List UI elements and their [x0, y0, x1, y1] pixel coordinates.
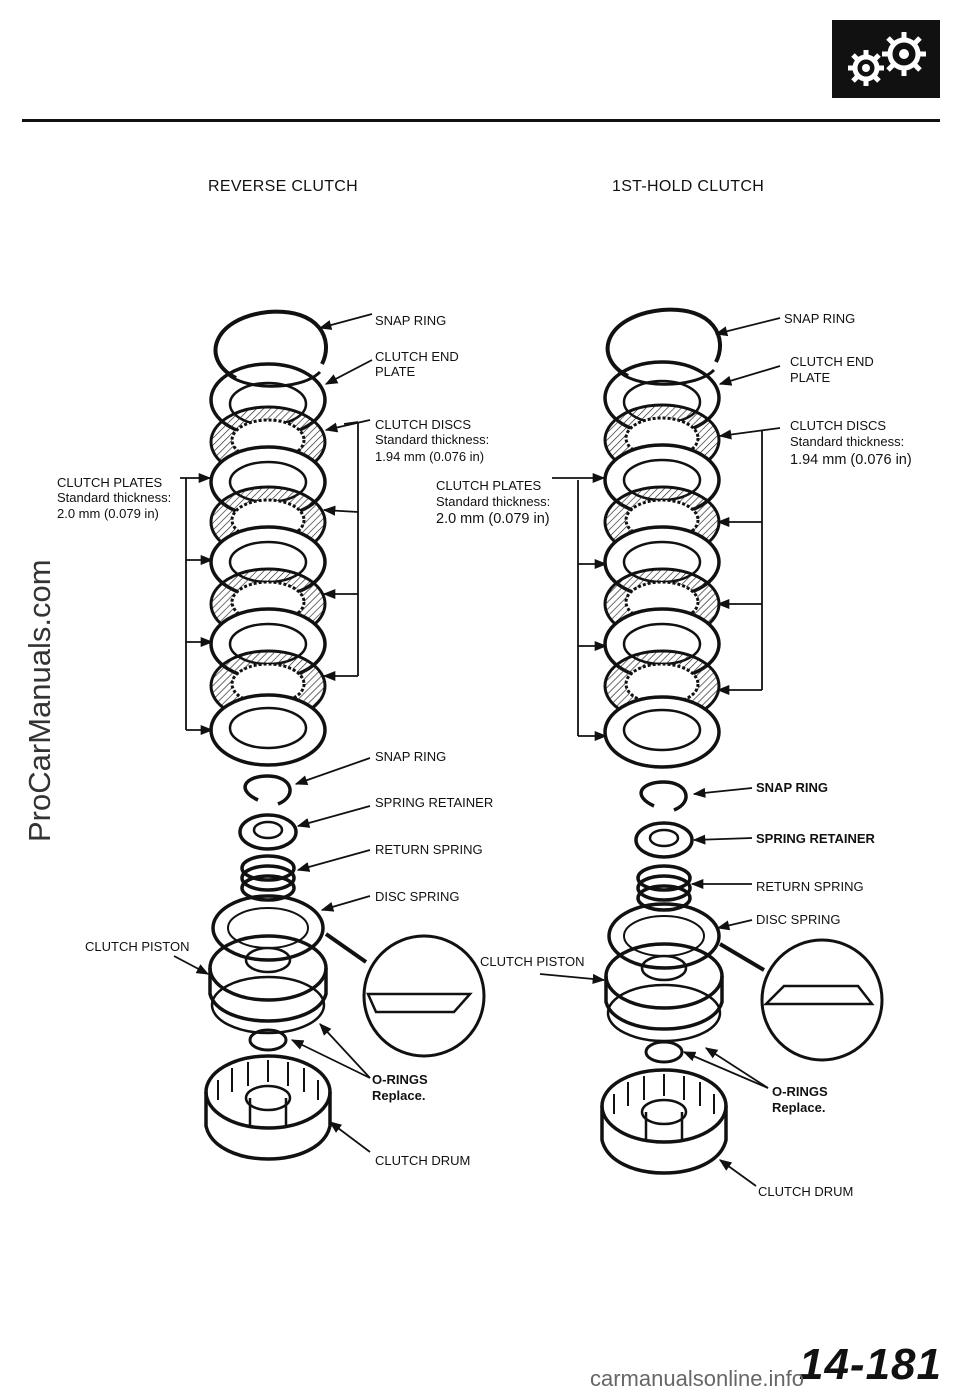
left-o-ring [248, 1028, 288, 1052]
right-label-spring-retainer: SPRING RETAINER [756, 831, 875, 846]
left-label-return-spring: RETURN SPRING [375, 842, 483, 857]
left-label-clutch-end-line1: CLUTCH END [375, 349, 459, 364]
title-reverse-clutch: REVERSE CLUTCH [208, 178, 359, 195]
left-label-snap-ring-top: SNAP RING [375, 313, 447, 328]
right-label-disc-spring: DISC SPRING [756, 912, 841, 927]
right-label-clutch-plates: CLUTCH PLATES [436, 478, 542, 493]
right-label-snap-ring-top: SNAP RING [784, 311, 856, 326]
right-o-ring [644, 1040, 684, 1064]
right-label-o-rings: O-RINGS [772, 1084, 828, 1099]
left-clutch-piston [208, 934, 328, 1035]
right-label-clutch-piston: CLUTCH PISTON [480, 954, 585, 969]
left-label-spring-retainer: SPRING RETAINER [375, 795, 494, 810]
right-label-return-spring: RETURN SPRING [756, 879, 864, 894]
right-clutch-drum [600, 1068, 728, 1175]
right-label-discs-std: Standard thickness: [790, 434, 905, 449]
right-label-clutch-end-line1: CLUTCH END [790, 354, 874, 369]
left-label-disc-spring: DISC SPRING [375, 889, 460, 904]
right-label-clutch-drum: CLUTCH DRUM [758, 1184, 854, 1199]
right-label-snap-ring-lower: SNAP RING [756, 780, 828, 795]
right-label-clutch-discs: CLUTCH DISCS [790, 418, 887, 433]
title-1st-hold-clutch: 1ST-HOLD CLUTCH [612, 178, 765, 195]
right-label-plates-value: 2.0 mm (0.079 in) [436, 511, 550, 527]
gears-icon [832, 20, 940, 98]
left-label-o-rings: O-RINGS [372, 1072, 428, 1087]
right-label-discs-value: 1.94 mm (0.076 in) [790, 452, 912, 468]
right-disc-spring-section-detail [718, 938, 884, 1062]
left-label-plates-value: 2.0 mm (0.079 in) [57, 506, 159, 521]
left-label-clutch-piston: CLUTCH PISTON [85, 939, 190, 954]
right-disc-plate-stack [603, 403, 721, 769]
left-label-snap-ring-lower: SNAP RING [375, 749, 447, 764]
left-label-plates-std: Standard thickness: [57, 490, 172, 505]
page-number: 14-181 [798, 1340, 942, 1389]
right-disc-spring [607, 902, 721, 970]
left-return-spring [240, 854, 296, 902]
left-disc-spring-section-detail [324, 932, 486, 1058]
left-clutch-drum [204, 1054, 332, 1161]
footer-watermark: carmanualsonline.info [590, 1366, 805, 1391]
left-label-discs-std: Standard thickness: [375, 432, 490, 447]
left-spring-retainer [238, 813, 298, 851]
right-label-clutch-end-line2: PLATE [790, 370, 831, 385]
left-label-clutch-end-line2: PLATE [375, 364, 416, 379]
right-snap-ring-small [639, 780, 688, 812]
left-label-clutch-plates: CLUTCH PLATES [57, 475, 163, 490]
header-rule [22, 119, 940, 122]
right-label-plates-std: Standard thickness: [436, 494, 551, 509]
left-disc-spring [211, 894, 325, 962]
left-label-clutch-drum: CLUTCH DRUM [375, 1153, 471, 1168]
right-label-o-rings-replace: Replace. [772, 1100, 826, 1115]
right-spring-retainer [634, 821, 694, 859]
left-snap-ring-small [243, 774, 292, 806]
right-return-spring [636, 864, 692, 912]
left-label-discs-value: 1.94 mm (0.076 in) [375, 449, 485, 464]
side-watermark: ProCarManuals.com [22, 559, 57, 842]
left-label-clutch-discs: CLUTCH DISCS [375, 417, 472, 432]
left-label-o-rings-replace: Replace. [372, 1088, 426, 1103]
left-disc-plate-stack [209, 405, 327, 767]
